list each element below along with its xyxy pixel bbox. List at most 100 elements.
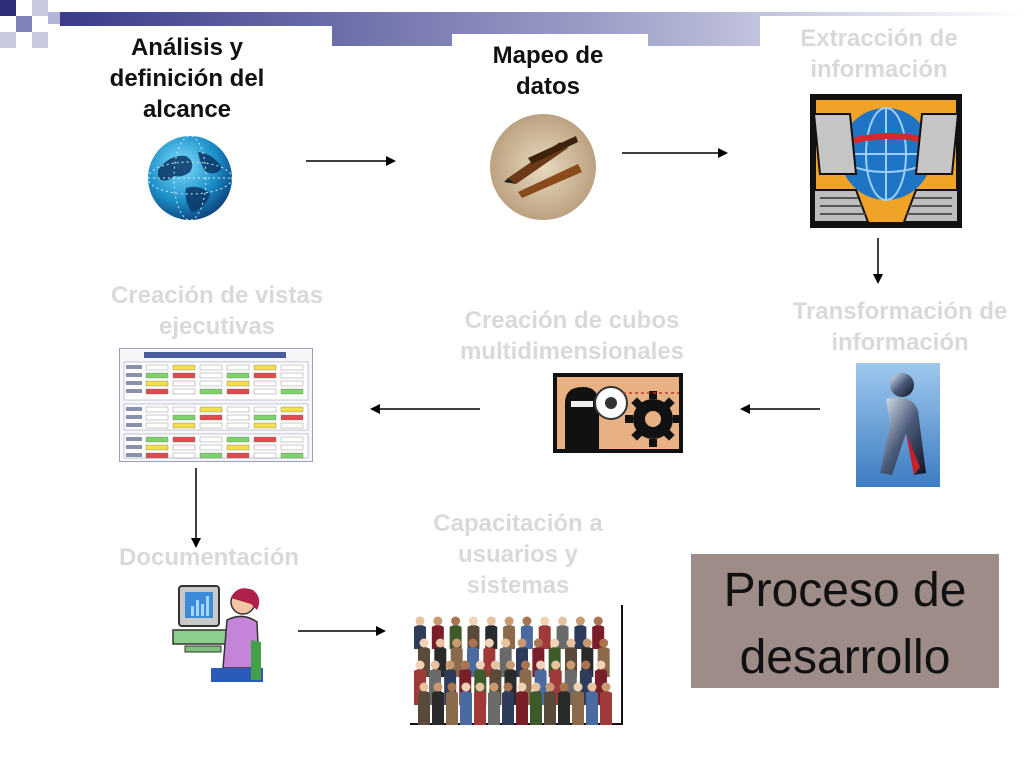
person-head	[573, 682, 583, 692]
person-body	[460, 691, 472, 725]
person-head	[490, 660, 500, 670]
step-documentacion-label: Documentación	[118, 544, 300, 571]
process-title-line2: desarrollo	[739, 631, 951, 684]
dashboard-cell	[226, 414, 250, 421]
arrow-vistas-to-documentacion	[191, 468, 201, 548]
dashboard-cell	[253, 422, 277, 429]
dashboard-cell	[199, 364, 223, 371]
dashboard-cell	[253, 388, 277, 395]
dashboard-cell	[253, 436, 277, 443]
person-head	[419, 638, 429, 648]
dashboard-cell	[280, 372, 304, 379]
dashboard-cell	[253, 452, 277, 459]
dashboard-cell	[199, 444, 223, 451]
person-head	[451, 616, 461, 626]
person-head	[503, 682, 513, 692]
dashboard-row-label	[126, 373, 142, 377]
person-body	[418, 691, 430, 725]
dashboard-cell	[280, 436, 304, 443]
dashboard-cell	[280, 414, 304, 421]
person-head	[475, 682, 485, 692]
dashboard-cell	[226, 372, 250, 379]
person-body	[600, 691, 612, 725]
person-head	[501, 638, 511, 648]
person-body	[530, 691, 542, 725]
person-head	[415, 660, 425, 670]
arrow-mapeo-to-extraccion	[622, 148, 728, 158]
person-body	[586, 691, 598, 725]
person-head	[587, 682, 597, 692]
person-head	[486, 616, 496, 626]
step-vistas-label: Creación de vistas ejecutivas	[110, 282, 324, 340]
person-head	[522, 616, 532, 626]
dashboard-cell	[226, 388, 250, 395]
dashboard-row-label	[126, 389, 142, 393]
dashboard-row-label	[126, 415, 142, 419]
dashboard-cell	[280, 444, 304, 451]
dashboard-cell	[199, 388, 223, 395]
person-head	[540, 616, 550, 626]
dashboard-cell	[226, 364, 250, 371]
figure-icon	[856, 363, 940, 487]
person-head	[475, 660, 485, 670]
data-exchange-icon	[810, 94, 962, 228]
person-head	[430, 660, 440, 670]
dashboard-cell	[226, 422, 250, 429]
person-head	[468, 616, 478, 626]
person-head	[559, 682, 569, 692]
dashboard-cell	[172, 452, 196, 459]
step-transformacion-label: Transformación de información	[792, 298, 1008, 356]
person-head	[461, 682, 471, 692]
person-head	[581, 660, 591, 670]
person-body	[483, 647, 496, 677]
dashboard-cell	[145, 422, 169, 429]
dashboard-cell	[199, 406, 223, 413]
step-extraccion-label: Extracción de información	[800, 25, 958, 83]
dashboard-cell	[226, 444, 250, 451]
dashboard-cell	[199, 422, 223, 429]
dashboard-cell	[172, 436, 196, 443]
dashboard-row-label	[126, 365, 142, 369]
person-head	[551, 660, 561, 670]
person-head	[545, 682, 555, 692]
dashboard-row-label	[126, 437, 142, 441]
step-capacitacion-label: Capacitación a usuarios y sistemas	[433, 510, 603, 599]
dashboard-cell	[199, 372, 223, 379]
person-head	[596, 660, 606, 670]
dashboard-cell	[226, 436, 250, 443]
person-head	[531, 682, 541, 692]
dashboard-cell	[253, 372, 277, 379]
dashboard-cell	[280, 388, 304, 395]
dashboard-cell	[172, 380, 196, 387]
person-head	[566, 660, 576, 670]
dashboard-cell	[253, 414, 277, 421]
person-body	[446, 691, 458, 725]
person-head	[433, 682, 443, 692]
person-head	[447, 682, 457, 692]
dashboard-cell	[280, 406, 304, 413]
person-head	[517, 638, 527, 648]
person-body	[544, 691, 556, 725]
person-body	[467, 647, 479, 677]
dashboard-cell	[199, 380, 223, 387]
person-head	[415, 616, 425, 626]
person-head	[533, 638, 543, 648]
dashboard-row-label	[126, 423, 142, 427]
person-head	[575, 616, 585, 626]
person-head	[536, 660, 546, 670]
person-head	[484, 638, 494, 648]
dashboard-cell	[145, 388, 169, 395]
person-body	[558, 691, 570, 725]
gears-icon	[553, 373, 683, 453]
person-body	[502, 691, 514, 725]
dashboard-cell	[199, 414, 223, 421]
dashboard-cell	[253, 406, 277, 413]
dashboard-cell	[253, 444, 277, 451]
dashboard-cell	[226, 452, 250, 459]
dashboard-cell	[145, 444, 169, 451]
dashboard-cell	[253, 364, 277, 371]
person-head	[550, 638, 560, 648]
person-head	[582, 638, 592, 648]
person-head	[521, 660, 531, 670]
person-body	[516, 691, 528, 725]
